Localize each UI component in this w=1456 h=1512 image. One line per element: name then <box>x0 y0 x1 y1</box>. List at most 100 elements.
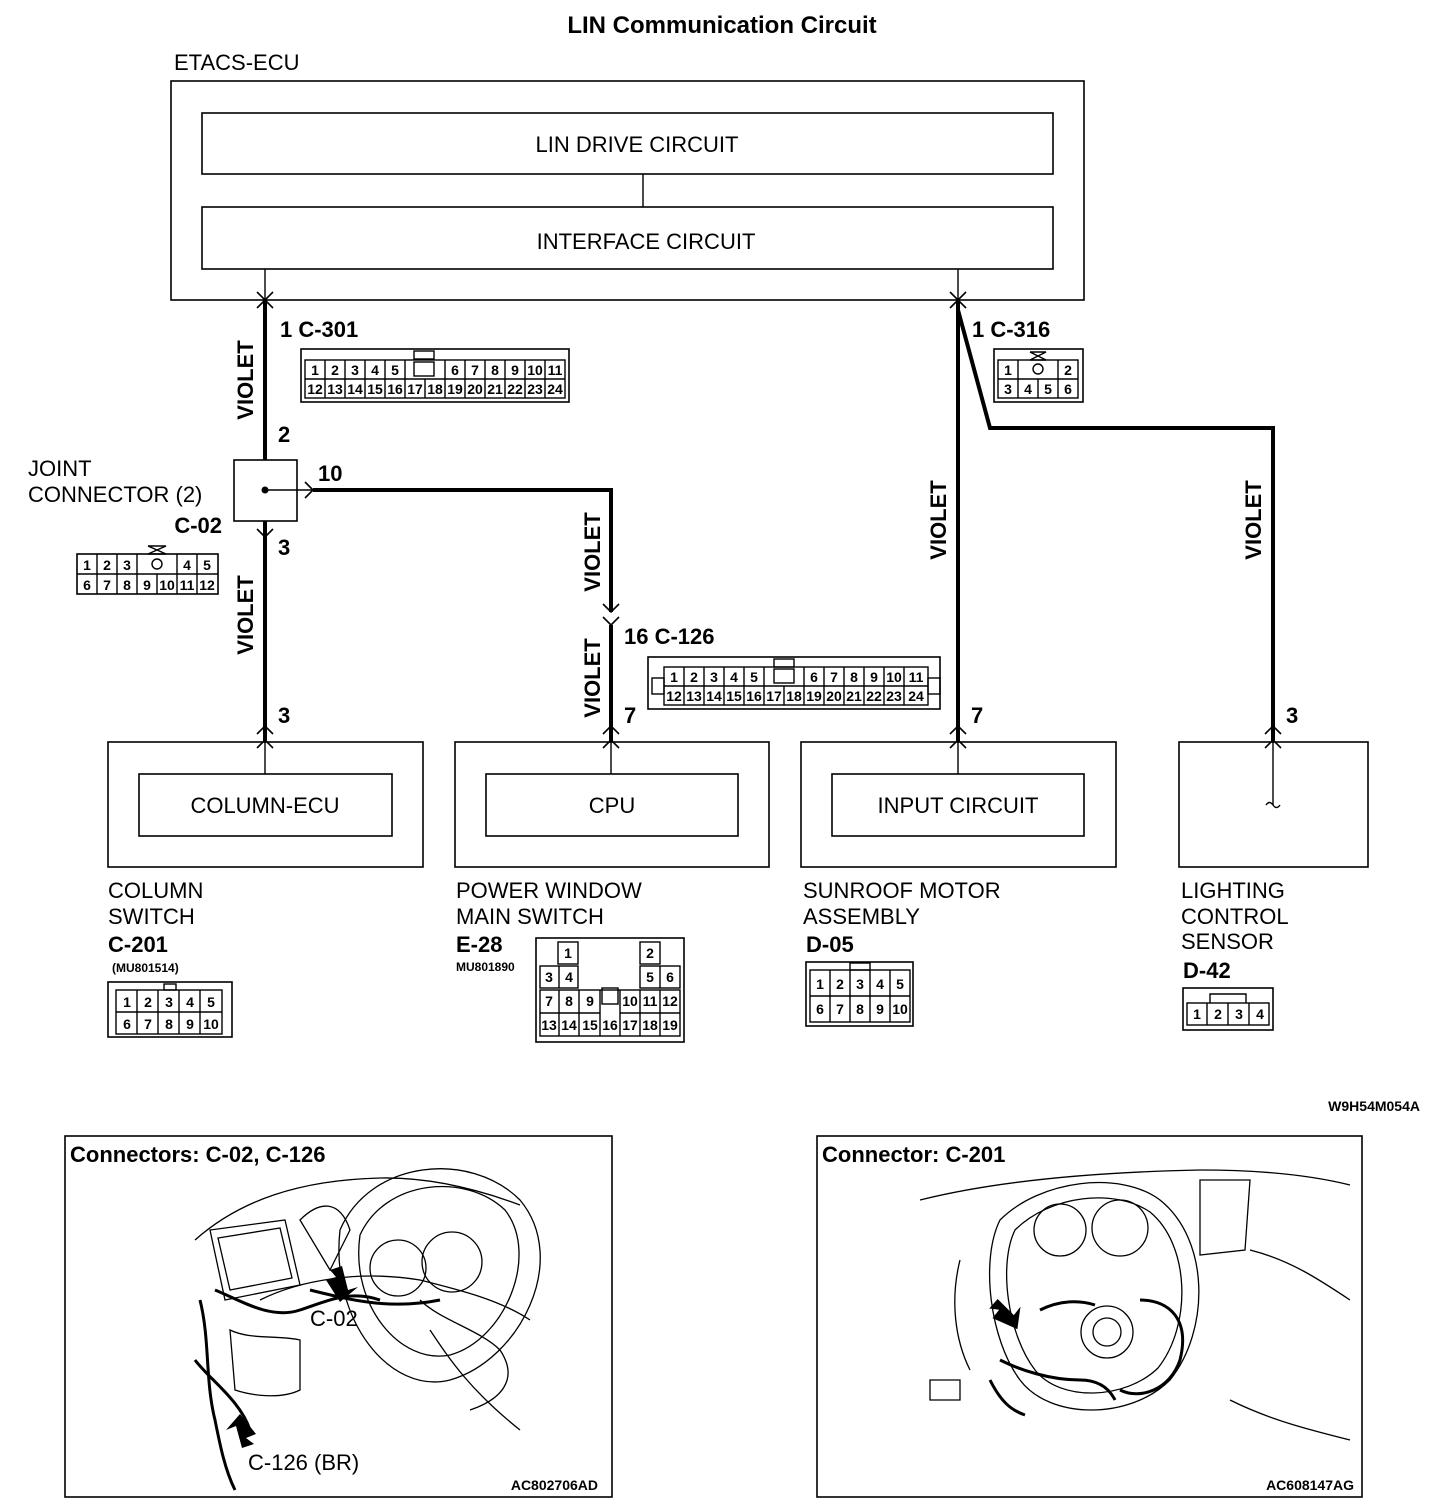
svg-text:5: 5 <box>896 976 904 992</box>
svg-text:24: 24 <box>908 688 924 704</box>
svg-text:4: 4 <box>876 976 884 992</box>
wire-color-1: VIOLET <box>233 340 258 420</box>
arrow-c02 <box>326 1266 358 1302</box>
svg-text:6: 6 <box>451 362 459 378</box>
sunroof-name1: SUNROOF MOTOR <box>803 878 1001 903</box>
panel-right-title: Connector: C-201 <box>822 1142 1005 1167</box>
svg-text:1: 1 <box>123 994 131 1010</box>
joint-connector-box <box>233 459 298 522</box>
pin-joint-right: 10 <box>318 461 342 486</box>
svg-text:14: 14 <box>561 1017 577 1033</box>
svg-text:1: 1 <box>311 362 319 378</box>
svg-text:21: 21 <box>846 688 862 704</box>
svg-text:2: 2 <box>331 362 339 378</box>
dashboard-sketch-left <box>193 1168 541 1491</box>
pin-lighting: 3 <box>1286 703 1298 728</box>
svg-text:2: 2 <box>836 976 844 992</box>
wire-color-3: VIOLET <box>580 512 605 592</box>
svg-text:5: 5 <box>203 557 211 573</box>
pin-c126: 16 C-126 <box>624 624 715 649</box>
svg-text:13: 13 <box>327 381 343 397</box>
svg-text:3: 3 <box>1004 381 1012 397</box>
interface-box <box>201 206 1054 270</box>
svg-text:9: 9 <box>876 1001 884 1017</box>
svg-text:7: 7 <box>545 993 553 1009</box>
sunroof-name2: ASSEMBLY <box>803 904 920 929</box>
joint-node <box>261 486 269 494</box>
svg-text:22: 22 <box>866 688 882 704</box>
diagram-title: LIN Communication Circuit <box>567 12 876 39</box>
arrow-c201 <box>989 1299 1021 1330</box>
panel-left-title: Connectors: C-02, C-126 <box>70 1142 326 1167</box>
svg-text:2: 2 <box>144 994 152 1010</box>
svg-text:10: 10 <box>892 1001 908 1017</box>
svg-text:9: 9 <box>511 362 519 378</box>
cpu-label: CPU <box>589 793 635 818</box>
svg-text:10: 10 <box>886 669 902 685</box>
svg-text:2: 2 <box>690 669 698 685</box>
joint-connector-id: C-02 <box>174 513 222 538</box>
svg-text:3: 3 <box>710 669 718 685</box>
power-window-module: CPU POWER WINDOW MAIN SWITCH E-28 MU8018… <box>454 741 770 974</box>
svg-text:4: 4 <box>565 969 573 985</box>
connector-face-c02: 1 2 3 4 5 6 7 8 9 10 11 12 <box>76 545 219 595</box>
joint-name1: JOINT <box>28 456 92 481</box>
lin-drive-box <box>201 112 1054 175</box>
svg-text:21: 21 <box>487 381 503 397</box>
connector-face-d05: 1 2 3 4 5 6 7 8 9 10 <box>805 961 914 1027</box>
pin-sunroof: 7 <box>971 703 983 728</box>
column-switch-name1: COLUMN <box>108 878 203 903</box>
pin-column: 3 <box>278 703 290 728</box>
svg-text:19: 19 <box>447 381 463 397</box>
svg-text:3: 3 <box>351 362 359 378</box>
svg-text:10: 10 <box>159 577 175 593</box>
svg-text:16: 16 <box>602 1017 618 1033</box>
pin-c316: 1 C-316 <box>972 317 1050 342</box>
svg-text:1: 1 <box>1004 362 1012 378</box>
connector-face-e28: 1 2 3 4 5 6 7 8 9 10 11 12 13 14 15 16 1… <box>535 937 685 1043</box>
lighting-module: LIGHTING CONTROL SENSOR D-42 <box>1178 741 1369 983</box>
svg-text:20: 20 <box>826 688 842 704</box>
svg-text:5: 5 <box>750 669 758 685</box>
column-switch-part: (MU801514) <box>112 961 179 975</box>
column-switch-connector: C-201 <box>108 932 168 957</box>
svg-text:18: 18 <box>427 381 443 397</box>
svg-text:11: 11 <box>180 577 195 593</box>
etacs-ecu-box <box>170 80 1085 301</box>
svg-text:8: 8 <box>123 577 131 593</box>
svg-text:8: 8 <box>491 362 499 378</box>
lighting-name3: SENSOR <box>1181 929 1274 954</box>
power-window-name1: POWER WINDOW <box>456 878 642 903</box>
lighting-name1: LIGHTING <box>1181 878 1285 903</box>
arrow-c126 <box>226 1414 256 1448</box>
svg-text:16: 16 <box>746 688 762 704</box>
svg-text:17: 17 <box>407 381 423 397</box>
svg-text:17: 17 <box>766 688 782 704</box>
svg-text:1: 1 <box>816 976 824 992</box>
svg-text:2: 2 <box>103 557 111 573</box>
svg-text:4: 4 <box>186 994 194 1010</box>
svg-text:7: 7 <box>471 362 479 378</box>
svg-text:15: 15 <box>726 688 742 704</box>
pin-c301: 1 C-301 <box>280 317 358 342</box>
svg-text:23: 23 <box>886 688 902 704</box>
svg-text:14: 14 <box>706 688 722 704</box>
svg-text:15: 15 <box>367 381 383 397</box>
panel-left: Connectors: C-02, C-126 C-02 C-126 (BR) … <box>64 1135 613 1498</box>
panel-left-code: AC802706AD <box>511 1477 598 1493</box>
svg-text:2: 2 <box>1064 362 1072 378</box>
svg-text:24: 24 <box>547 381 563 397</box>
connector-face-c201: 1 2 3 4 5 6 7 8 9 10 <box>107 981 233 1038</box>
svg-text:3: 3 <box>1235 1006 1243 1022</box>
input-circuit-label: INPUT CIRCUIT <box>878 793 1039 818</box>
svg-text:1: 1 <box>670 669 678 685</box>
svg-text:3: 3 <box>165 994 173 1010</box>
svg-text:10: 10 <box>622 993 638 1009</box>
svg-text:12: 12 <box>666 688 682 704</box>
sunroof-module: INPUT CIRCUIT SUNROOF MOTOR ASSEMBLY D-0… <box>800 741 1117 957</box>
column-switch-module: COLUMN-ECU COLUMN SWITCH C-201 (MU801514… <box>107 741 424 975</box>
pin-joint-in: 2 <box>278 422 290 447</box>
svg-text:5: 5 <box>391 362 399 378</box>
lighting-name2: CONTROL <box>1181 904 1289 929</box>
